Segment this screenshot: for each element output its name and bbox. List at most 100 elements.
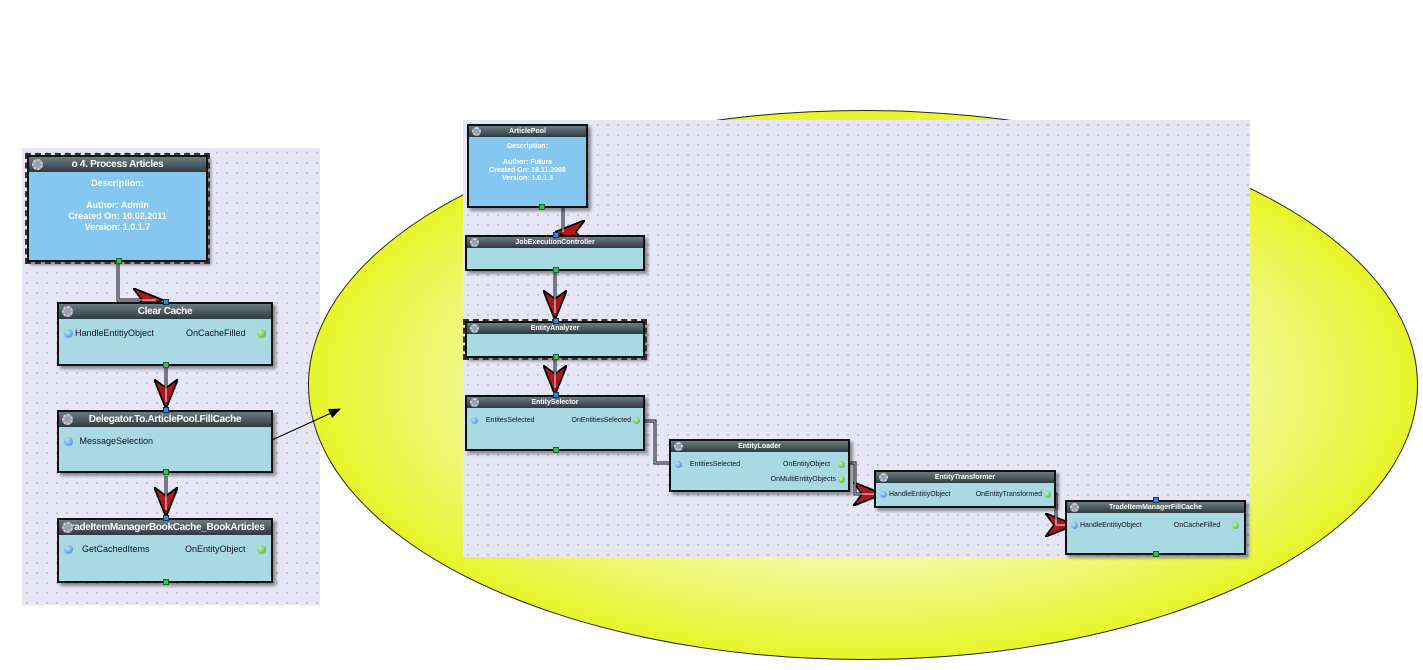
input-handle[interactable]: EntitiesSelected — [675, 461, 740, 468]
input-port[interactable] — [1153, 497, 1159, 503]
port-label: OnMultiEntityObjects — [770, 476, 836, 483]
created-on: Created On: 18.11.2008 — [489, 167, 566, 174]
author: Author: Admin — [86, 200, 149, 210]
output-port[interactable] — [163, 469, 169, 475]
input-dot-icon — [64, 436, 73, 446]
desc-label: Description: — [507, 143, 548, 150]
output-handle[interactable]: OnCacheFilled — [1174, 522, 1239, 529]
node-title: EntitySelector — [531, 399, 579, 406]
port-label: OnEntityTransformed — [975, 491, 1042, 498]
port-label: HandleEntitiyObject — [75, 328, 155, 338]
port-label: GetCachedItems — [82, 544, 150, 554]
port-label: OnEntityObject — [783, 461, 831, 468]
output-dot-icon — [257, 544, 266, 554]
output-handle[interactable]: OnEntityTransformed — [976, 491, 1051, 498]
output-handle-multi-entity[interactable]: OnMultiEntityObjects — [771, 476, 845, 483]
node-title: EntityLoader — [738, 443, 781, 450]
input-port[interactable] — [553, 232, 559, 238]
output-handle-entity-object[interactable]: OnEntityObject — [783, 461, 845, 468]
connector — [116, 262, 160, 300]
author: Author: Futura — [503, 159, 552, 166]
output-handle[interactable]: OnCacheFilled — [186, 328, 266, 338]
output-port[interactable] — [553, 267, 559, 273]
entity-loader-node[interactable]: EntityLoader EntitiesSelected OnEntityOb… — [669, 439, 850, 492]
fillcache-node[interactable]: TradeItemManagerFillCache HandleEntitiyO… — [1065, 497, 1246, 557]
input-handle[interactable]: HandleEntitiyObject — [880, 491, 950, 498]
input-dot-icon — [675, 461, 682, 468]
gear-icon — [470, 238, 479, 247]
node-title: TradeItemManagerBookCache_BookArticles — [65, 522, 265, 533]
output-port[interactable] — [553, 447, 559, 453]
gear-icon — [62, 522, 73, 533]
port-label: OnCacheFilled — [1173, 522, 1221, 529]
gear-icon — [1070, 503, 1079, 512]
entity-transformer-node[interactable]: EntityTransformer HandleEntitiyObject On… — [874, 470, 1056, 508]
node-title: JobExecutionController — [515, 239, 595, 246]
port-label: OnEntitiesSelected — [571, 417, 631, 424]
input-dot-icon — [64, 328, 73, 338]
gear-icon — [470, 398, 479, 407]
input-dot-icon — [880, 491, 887, 498]
port-label: EntitesSelected — [485, 417, 535, 424]
gear-icon — [62, 306, 73, 317]
job-execution-node[interactable]: JobExecutionController — [465, 232, 645, 273]
output-handle[interactable]: OnEntitiesSelected — [571, 417, 640, 424]
output-dot-icon — [1044, 491, 1051, 498]
input-port[interactable] — [163, 515, 169, 521]
gear-icon — [879, 473, 888, 482]
desc-label: Description: — [91, 178, 144, 188]
node-title: TradeItemManagerFillCache — [1109, 504, 1202, 511]
created-on: Created On: 10.02.2011 — [68, 211, 167, 221]
entity-analyzer-node[interactable]: EntityAnalyzer — [463, 318, 647, 360]
output-dot-icon — [1232, 522, 1239, 529]
output-dot-icon — [838, 461, 845, 468]
input-handle[interactable]: EntitesSelected — [471, 417, 535, 424]
input-dot-icon — [471, 417, 478, 424]
gear-icon — [470, 324, 479, 333]
node-title: ArticlePool — [509, 128, 546, 135]
input-port[interactable] — [553, 392, 559, 398]
input-handle[interactable]: GetCachedItems — [64, 544, 150, 554]
input-handle[interactable]: MessageSelection — [64, 436, 153, 446]
port-label: OnEntityObject — [184, 544, 246, 554]
output-dot-icon — [838, 476, 845, 483]
port-label: EntitiesSelected — [689, 461, 741, 468]
gear-icon — [472, 127, 481, 136]
version: Version: 1.0.1.7 — [84, 222, 151, 232]
bookcache-node[interactable]: TradeItemManagerBookCache_BookArticles G… — [57, 515, 273, 585]
port-label: HandleEntitiyObject — [1080, 522, 1142, 529]
port-label: OnCacheFilled — [185, 328, 246, 338]
entity-selector-node[interactable]: EntitySelector EntitesSelected OnEntitie… — [465, 392, 645, 453]
connector — [558, 208, 563, 232]
node-title: EntityTransformer — [934, 474, 996, 481]
port-label: HandleEntitiyObject — [889, 491, 951, 498]
output-port[interactable] — [1153, 551, 1159, 557]
input-dot-icon — [1071, 522, 1078, 529]
node-title: Delegator.To.ArticlePool.FillCache — [88, 414, 242, 425]
output-port[interactable] — [539, 204, 545, 210]
output-dot-icon — [257, 328, 266, 338]
output-port[interactable] — [553, 354, 559, 360]
gear-icon — [62, 414, 73, 425]
port-label: MessageSelection — [79, 436, 154, 446]
input-port[interactable] — [163, 407, 169, 413]
node-title: EntityAnalyzer — [530, 325, 580, 332]
node-title: Clear Cache — [137, 306, 193, 317]
output-port[interactable] — [116, 258, 122, 264]
node-title: o 4. Process Articles — [71, 159, 164, 170]
input-port[interactable] — [553, 318, 559, 324]
process-articles-node[interactable]: o 4. Process Articles Description: Author… — [25, 153, 210, 264]
delegator-node[interactable]: Delegator.To.ArticlePool.FillCache Messa… — [57, 407, 273, 475]
input-dot-icon — [64, 544, 73, 554]
version: Version: 1.0.1.3 — [502, 175, 553, 182]
input-handle[interactable]: HandleEntitiyObject — [1071, 522, 1141, 529]
output-port[interactable] — [163, 362, 169, 368]
input-port[interactable] — [163, 299, 169, 305]
input-handle[interactable]: HandleEntitiyObject — [64, 328, 154, 338]
output-dot-icon — [633, 417, 640, 424]
gear-icon — [32, 159, 43, 170]
output-port[interactable] — [163, 579, 169, 585]
clear-cache-node[interactable]: Clear Cache HandleEntitiyObject OnCacheF… — [57, 299, 273, 368]
output-handle[interactable]: OnEntityObject — [185, 544, 266, 554]
